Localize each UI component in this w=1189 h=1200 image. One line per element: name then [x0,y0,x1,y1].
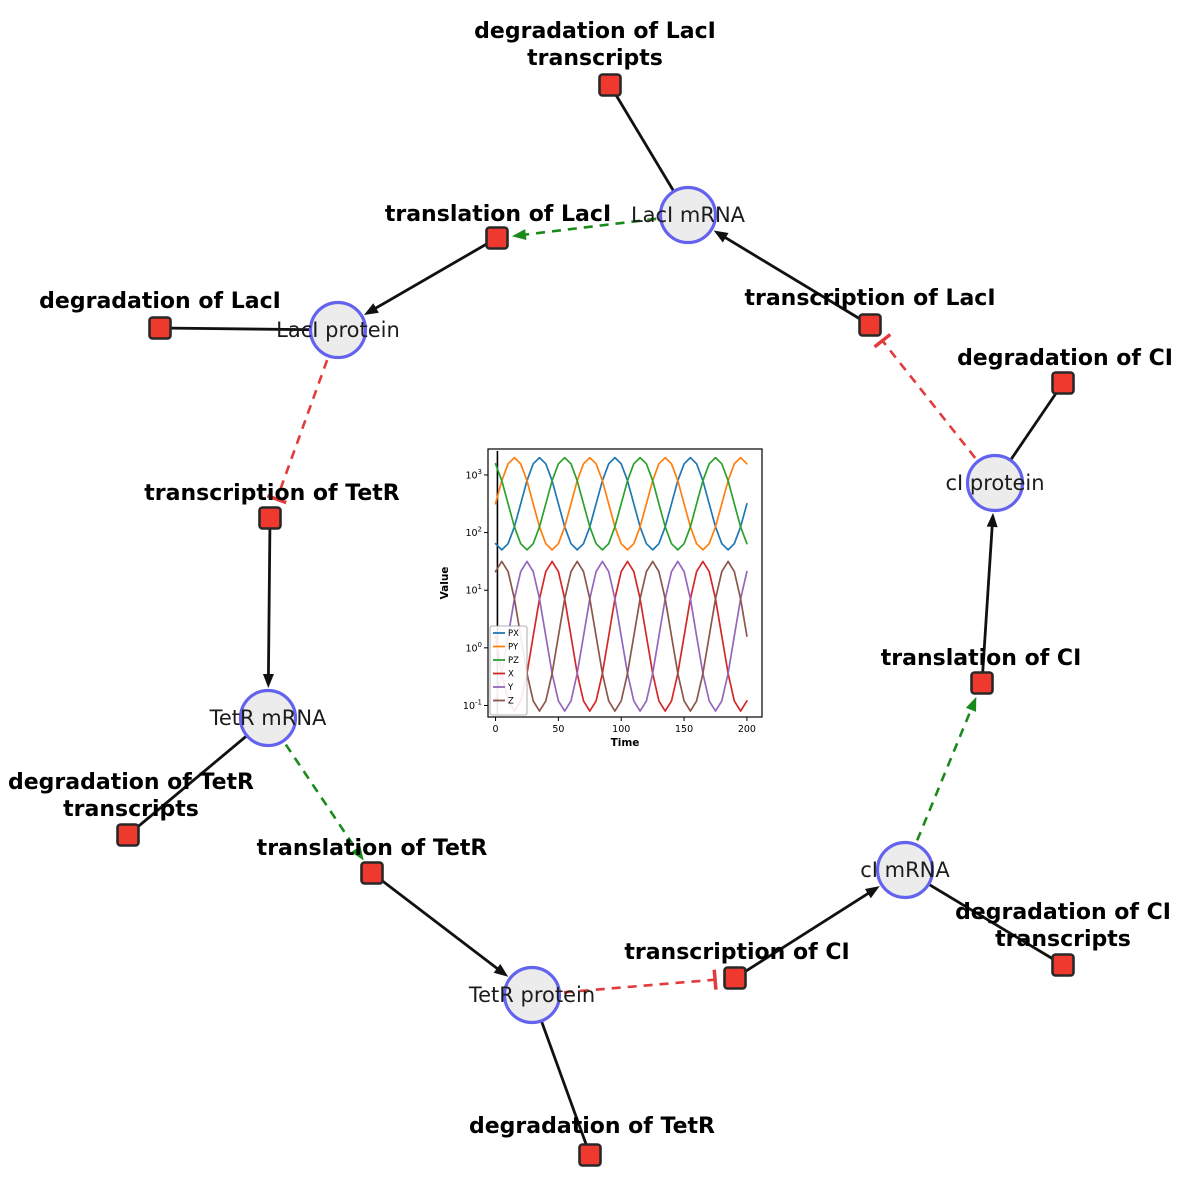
y-tick-label: 10-1 [463,698,482,712]
x-tick-label: 0 [493,724,499,735]
arrowhead [986,512,998,528]
chart-series-PX [494,456,748,551]
species-label-tetr-protein: TetR protein [468,983,595,1007]
reaction-label-deg-tetr-transcripts: transcripts [63,797,199,822]
edge-line [904,868,1064,967]
chart-series-PY [494,456,748,551]
chart-axes-box [487,448,763,718]
legend-label-Z: Z [508,697,514,707]
legend-label-Y: Y [507,683,514,693]
reaction-node-deg-laci[interactable] [148,316,172,340]
reaction-label-deg-laci-transcripts: transcripts [527,46,663,71]
reaction-node-translation-laci[interactable] [485,226,509,250]
reaction-label-deg-ci: degradation of CI [957,346,1173,371]
reaction-label-deg-laci-transcripts: degradation of LacI [474,19,716,44]
edge-arrow-line [980,521,994,684]
legend-label-PZ: PZ [508,656,519,666]
legend-label-PY: PY [508,643,519,653]
reaction-node-transcription-ci[interactable] [723,966,747,990]
species-label-ci-protein: cI protein [945,471,1044,495]
chart-series-X [494,560,748,712]
species-node-ci-protein[interactable] [965,453,1025,513]
species-label-laci-mrna: LacI mRNA [631,203,746,227]
legend-label-X: X [508,670,514,680]
edge-line [159,326,339,332]
arrowhead [713,230,729,243]
species-label-ci-mrna: cI mRNA [860,858,950,882]
reaction-node-transcription-laci[interactable] [858,313,882,337]
reaction-label-deg-laci: degradation of LacI [39,289,281,314]
modifier-edge [520,213,689,237]
reaction-node-deg-tetr-transcripts[interactable] [116,823,140,847]
edge-arrow-line [720,233,871,327]
reaction-label-translation-tetr: translation of TetR [257,836,488,861]
chart-ylabel: Value [439,567,451,600]
chart-xlabel: Time [611,737,640,749]
reaction-node-transcription-tetr[interactable] [258,506,282,530]
edge-arrow-line [734,889,873,980]
arrowhead [363,303,379,315]
arrowhead [493,963,509,977]
reaction-node-deg-ci[interactable] [1051,371,1075,395]
reaction-node-deg-ci-transcripts[interactable] [1051,953,1075,977]
reaction-node-deg-tetr[interactable] [578,1143,602,1167]
chart-legend-box [489,625,528,716]
x-tick-label: 150 [675,724,693,735]
arrowhead [262,673,274,689]
reaction-label-transcription-ci: transcription of CI [624,940,849,965]
species-node-laci-mrna[interactable] [658,185,718,245]
x-tick-label: 200 [738,724,756,735]
arrowhead [864,886,880,899]
edge-arrow-line [371,236,498,312]
reaction-label-translation-ci: translation of CI [881,646,1082,671]
arrowhead [351,845,364,861]
reaction-label-transcription-tetr: transcription of TetR [144,481,400,506]
inhibitor-bar [266,494,287,505]
chart-series-Y [494,560,748,712]
x-tick-label: 100 [612,724,630,735]
modifier-edge [266,717,360,854]
y-tick-label: 100 [465,641,482,655]
edge-line [127,716,269,837]
edge-arrow-line [266,517,272,680]
reaction-node-translation-tetr[interactable] [360,861,384,885]
reaction-label-transcription-laci: transcription of LacI [744,286,995,311]
y-tick-label: 102 [465,526,482,540]
y-tick-label: 101 [465,583,482,597]
reaction-label-deg-tetr: degradation of TetR [469,1114,715,1139]
reaction-label-deg-ci-transcripts: transcripts [995,927,1131,952]
x-tick-label: 50 [552,724,564,735]
y-tick-label: 103 [465,468,482,482]
chart-series-PZ [494,456,748,551]
reaction-label-translation-laci: translation of LacI [385,202,611,227]
reaction-label-deg-ci-transcripts: degradation of CI [955,900,1171,925]
arrowhead [965,696,977,712]
species-node-tetr-mrna[interactable] [238,688,298,748]
species-node-laci-protein[interactable] [308,300,368,360]
legend-label-PX: PX [508,629,519,639]
reaction-node-deg-laci-transcripts[interactable] [598,73,622,97]
edges-layer [127,84,1065,1156]
reaction-label-deg-tetr-transcripts: degradation of TetR [8,770,254,795]
nodes-layer [116,73,1075,1167]
inhibitor-bar [712,969,718,990]
arrowhead [511,229,527,240]
chart-series-Z [494,560,748,712]
edge-arrow-line [371,871,502,973]
species-node-tetr-protein[interactable] [502,965,562,1025]
reaction-node-translation-ci[interactable] [970,671,994,695]
species-label-tetr-mrna: TetR mRNA [209,706,327,730]
inhibitor-bar [873,333,892,349]
modifier-edge [903,704,975,871]
species-node-ci-mrna[interactable] [875,840,935,900]
inhibition-edge [275,329,340,500]
inhibition-edge [881,339,997,484]
species-label-laci-protein: LacI protein [276,318,400,342]
